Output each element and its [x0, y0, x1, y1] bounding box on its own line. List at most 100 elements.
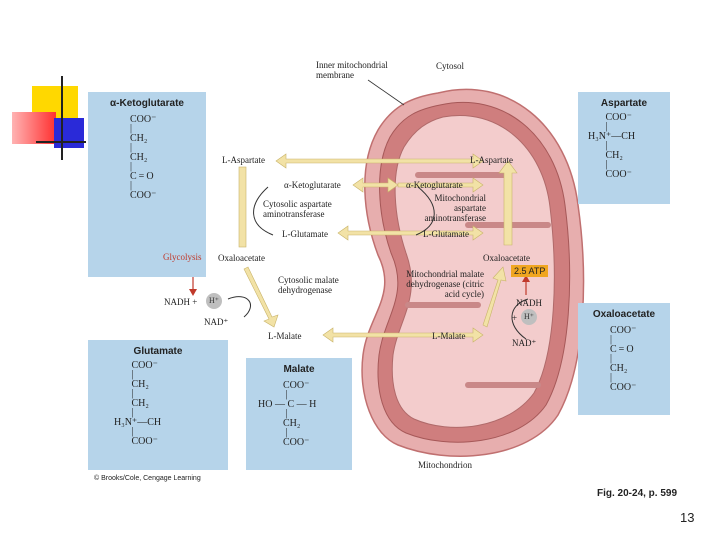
- structure-line: |: [258, 427, 288, 438]
- structure-line: H₃N⁺—CH: [114, 417, 162, 428]
- curve-cyto-mdh: [227, 296, 251, 318]
- mito-aat-label: Mitochondrial aspartate aminotransferase: [424, 193, 486, 223]
- mito-nad: NAD⁺: [512, 338, 537, 348]
- structure-line: COO⁻: [114, 436, 158, 447]
- oxaloacetate-structure: COO⁻|C = O|CH₂|COO⁻: [610, 325, 636, 393]
- decor-red-square: [12, 112, 56, 144]
- alpha-ketoglutarate-box: α-Ketoglutarate COO⁻|CH₂|CH₂|C = O|COO⁻: [88, 92, 206, 277]
- structure-line: |: [610, 353, 613, 364]
- structure-line: COO⁻: [130, 190, 157, 201]
- arrow-left-vertical: [238, 166, 247, 248]
- mito-oxaloacetate: Oxaloacetate: [483, 253, 530, 263]
- mito-mdh-label: Mitochondrial malate dehydrogenase (citr…: [406, 269, 484, 299]
- structure-line: |: [130, 123, 133, 134]
- mito-alpha-kg: α-Ketoglutarate: [406, 180, 463, 190]
- structure-line: |: [130, 180, 133, 191]
- structure-line: |: [130, 161, 133, 172]
- atp-arrowhead: [522, 275, 530, 282]
- slide-number: 13: [680, 510, 695, 525]
- structure-line: CH₂: [258, 418, 301, 429]
- cyto-mdh-label: Cytosolic malate dehydrogenase: [278, 275, 339, 295]
- structure-line: |: [258, 389, 288, 400]
- curve-cyto-aat: [253, 186, 274, 236]
- cyto-l-aspartate: L-Aspartate: [222, 155, 265, 165]
- cyto-nadh: NADH +: [164, 297, 198, 307]
- structure-line: |: [588, 140, 608, 151]
- structure-line: |: [130, 142, 133, 153]
- cyto-alpha-kg: α-Ketoglutarate: [284, 180, 341, 190]
- structure-line: CH₂: [588, 150, 623, 161]
- glutamate-structure: COO⁻ | CH₂ | CH₂ |H₃N⁺—CH | COO⁻: [114, 360, 161, 447]
- structure-line: H₃N⁺—CH: [588, 131, 636, 142]
- structure-line: COO⁻: [610, 325, 637, 336]
- glutamate-title: Glutamate: [133, 346, 183, 357]
- structure-line: |: [258, 408, 288, 419]
- aspartate-box: Aspartate COO⁻ |H₃N⁺—CH | CH₂ | COO⁻: [578, 92, 670, 204]
- malate-structure: COO⁻ |HO — C — H | CH₂ | COO⁻: [258, 380, 316, 448]
- cyto-l-malate: L-Malate: [268, 331, 302, 341]
- mito-h-plus: H⁺: [521, 309, 537, 325]
- glycolysis-label: Glycolysis: [163, 252, 202, 262]
- cyto-aat-label: Cytosolic aspartate aminotransferase: [263, 199, 332, 219]
- label-cytosol: Cytosol: [436, 61, 465, 71]
- structure-line: COO⁻: [588, 169, 632, 180]
- structure-line: |: [114, 388, 134, 399]
- structure-line: |: [114, 426, 134, 437]
- aspartate-title: Aspartate: [600, 98, 648, 109]
- structure-line: CH₂: [114, 379, 149, 390]
- structure-line: COO⁻: [258, 437, 310, 448]
- structure-line: COO⁻: [130, 114, 157, 125]
- arrow-aspartate: [275, 153, 484, 169]
- figure: Inner mitochondrial membrane Cytosol Mit…: [88, 55, 670, 485]
- arrow-alpha-kg-2: [397, 177, 484, 193]
- structure-line: |: [588, 121, 608, 132]
- label-inner-membrane: Inner mitochondrial membrane: [316, 60, 388, 80]
- mitochondrion-svg: [189, 79, 585, 457]
- structure-line: COO⁻: [588, 112, 632, 123]
- structure-line: CH₂: [114, 398, 149, 409]
- structure-line: |: [610, 334, 613, 345]
- structure-line: COO⁻: [114, 360, 158, 371]
- glycolysis-arrowhead: [189, 289, 197, 296]
- arrow-right-diagonal: [482, 266, 507, 328]
- decor-vertical-line: [61, 76, 63, 160]
- cyto-oxaloacetate: Oxaloacetate: [218, 253, 265, 263]
- cyto-l-glutamate: L-Glutamate: [282, 229, 328, 239]
- malate-title: Malate: [283, 364, 315, 375]
- structure-line: COO⁻: [610, 382, 637, 393]
- arrow-left-diagonal: [243, 266, 279, 328]
- structure-line: COO⁻: [258, 380, 310, 391]
- alpha-ketoglutarate-title: α-Ketoglutarate: [110, 98, 184, 109]
- structure-line: CH₂: [130, 133, 148, 144]
- structure-line: CH₂: [130, 152, 148, 163]
- cyto-h-plus: H⁺: [206, 293, 222, 309]
- oxaloacetate-title: Oxaloacetate: [592, 309, 656, 320]
- label-mitochondrion: Mitochondrion: [418, 460, 472, 470]
- structure-line: |: [610, 372, 613, 383]
- decor-blue-square: [54, 118, 84, 148]
- curve-mito-aat: [415, 186, 435, 236]
- membrane-pointer: [367, 79, 405, 106]
- shuttle-arrows: [238, 153, 518, 343]
- decor-horizontal-line: [36, 141, 86, 143]
- arrow-alpha-kg: [352, 177, 399, 193]
- mito-l-glutamate: L-Glutamate: [423, 229, 469, 239]
- credit-line: © Brooks/Cole, Cengage Learning: [94, 475, 201, 482]
- malate-box: Malate COO⁻ |HO — C — H | CH₂ | COO⁻: [246, 358, 352, 470]
- mito-nadh: NADH: [516, 298, 542, 308]
- structure-line: |: [114, 407, 134, 418]
- curve-mito-mdh: [511, 298, 529, 340]
- cyto-nad: NAD⁺: [204, 317, 229, 327]
- arrow-glutamate: [337, 225, 484, 241]
- structure-line: |: [114, 369, 134, 380]
- structure-line: C = O: [610, 344, 634, 355]
- figure-caption: Fig. 20-24, p. 599: [597, 488, 678, 499]
- oxaloacetate-box: Oxaloacetate COO⁻|C = O|CH₂|COO⁻: [578, 303, 670, 415]
- mito-l-malate: L-Malate: [432, 331, 466, 341]
- structure-line: |: [588, 159, 608, 170]
- structure-line: CH₂: [610, 363, 628, 374]
- glutamate-box: Glutamate COO⁻ | CH₂ | CH₂ |H₃N⁺—CH | CO…: [88, 340, 228, 470]
- atp-badge: 2.5 ATP: [511, 265, 549, 277]
- aspartate-structure: COO⁻ |H₃N⁺—CH | CH₂ | COO⁻: [588, 112, 635, 180]
- arrow-malate: [322, 327, 484, 343]
